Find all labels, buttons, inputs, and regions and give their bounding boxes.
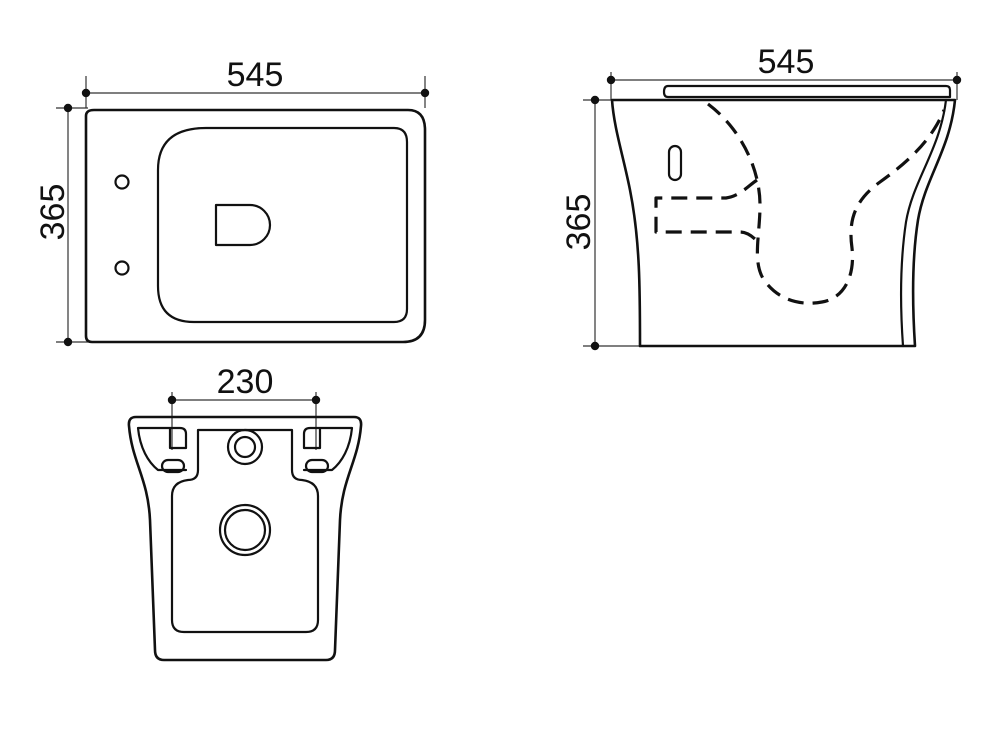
drain-outlet-outer-icon <box>218 503 272 557</box>
dimension-dot-right <box>420 88 430 98</box>
side-view-length-dimension: 545 <box>606 43 962 100</box>
rear-view-spacing-dimension: 230 <box>167 363 321 450</box>
dimension-dot-bottom <box>590 341 600 351</box>
fixing-hole-icon <box>114 260 130 276</box>
rear-view-right-bracket <box>302 426 354 472</box>
top-view: 545 365 <box>34 56 430 347</box>
side-view-height-dimension: 365 <box>560 95 640 351</box>
water-inlet-inner-icon <box>233 435 257 459</box>
top-view-depth-label: 365 <box>34 184 72 241</box>
drain-outlet-inner-icon <box>223 508 267 552</box>
fixing-slot-icon <box>160 458 186 474</box>
dimension-dot-right <box>311 395 321 405</box>
side-view-trap-hidden-line <box>707 102 946 305</box>
rear-view-spacing-label: 230 <box>217 363 274 401</box>
drain-outlet-icon <box>214 203 272 247</box>
top-view-seat-outline <box>156 126 409 324</box>
top-view-width-label: 545 <box>227 56 284 94</box>
side-view-height-label: 365 <box>560 194 598 251</box>
side-view-outlet-hidden-line <box>654 178 758 242</box>
water-inlet-icon <box>667 144 683 182</box>
dimension-dot-right <box>952 75 962 85</box>
dimension-dot-top <box>590 95 600 105</box>
side-view-length-label: 545 <box>758 43 815 81</box>
side-view-seat-lid <box>662 84 952 99</box>
water-inlet-outer-icon <box>226 428 264 466</box>
rear-view-left-bracket <box>136 426 188 472</box>
dimension-dot-bottom <box>63 337 73 347</box>
rear-view-inner-contour <box>170 428 320 634</box>
dimension-dot-left <box>167 395 177 405</box>
fixing-hole-icon <box>114 174 130 190</box>
rear-view: 230 <box>127 363 363 662</box>
side-view-body-outline <box>610 98 957 348</box>
dimension-dot-left <box>81 88 91 98</box>
side-view: 545 365 <box>560 43 962 351</box>
dimension-dot-top <box>63 103 73 113</box>
fixing-slot-icon <box>304 458 330 474</box>
side-view-inner-contour <box>899 98 948 348</box>
top-view-depth-dimension: 365 <box>34 103 88 347</box>
dimension-dot-left <box>606 75 616 85</box>
top-view-bowl-outline <box>84 108 427 344</box>
rear-view-body-outline <box>127 415 363 662</box>
top-view-width-dimension: 545 <box>81 56 430 108</box>
